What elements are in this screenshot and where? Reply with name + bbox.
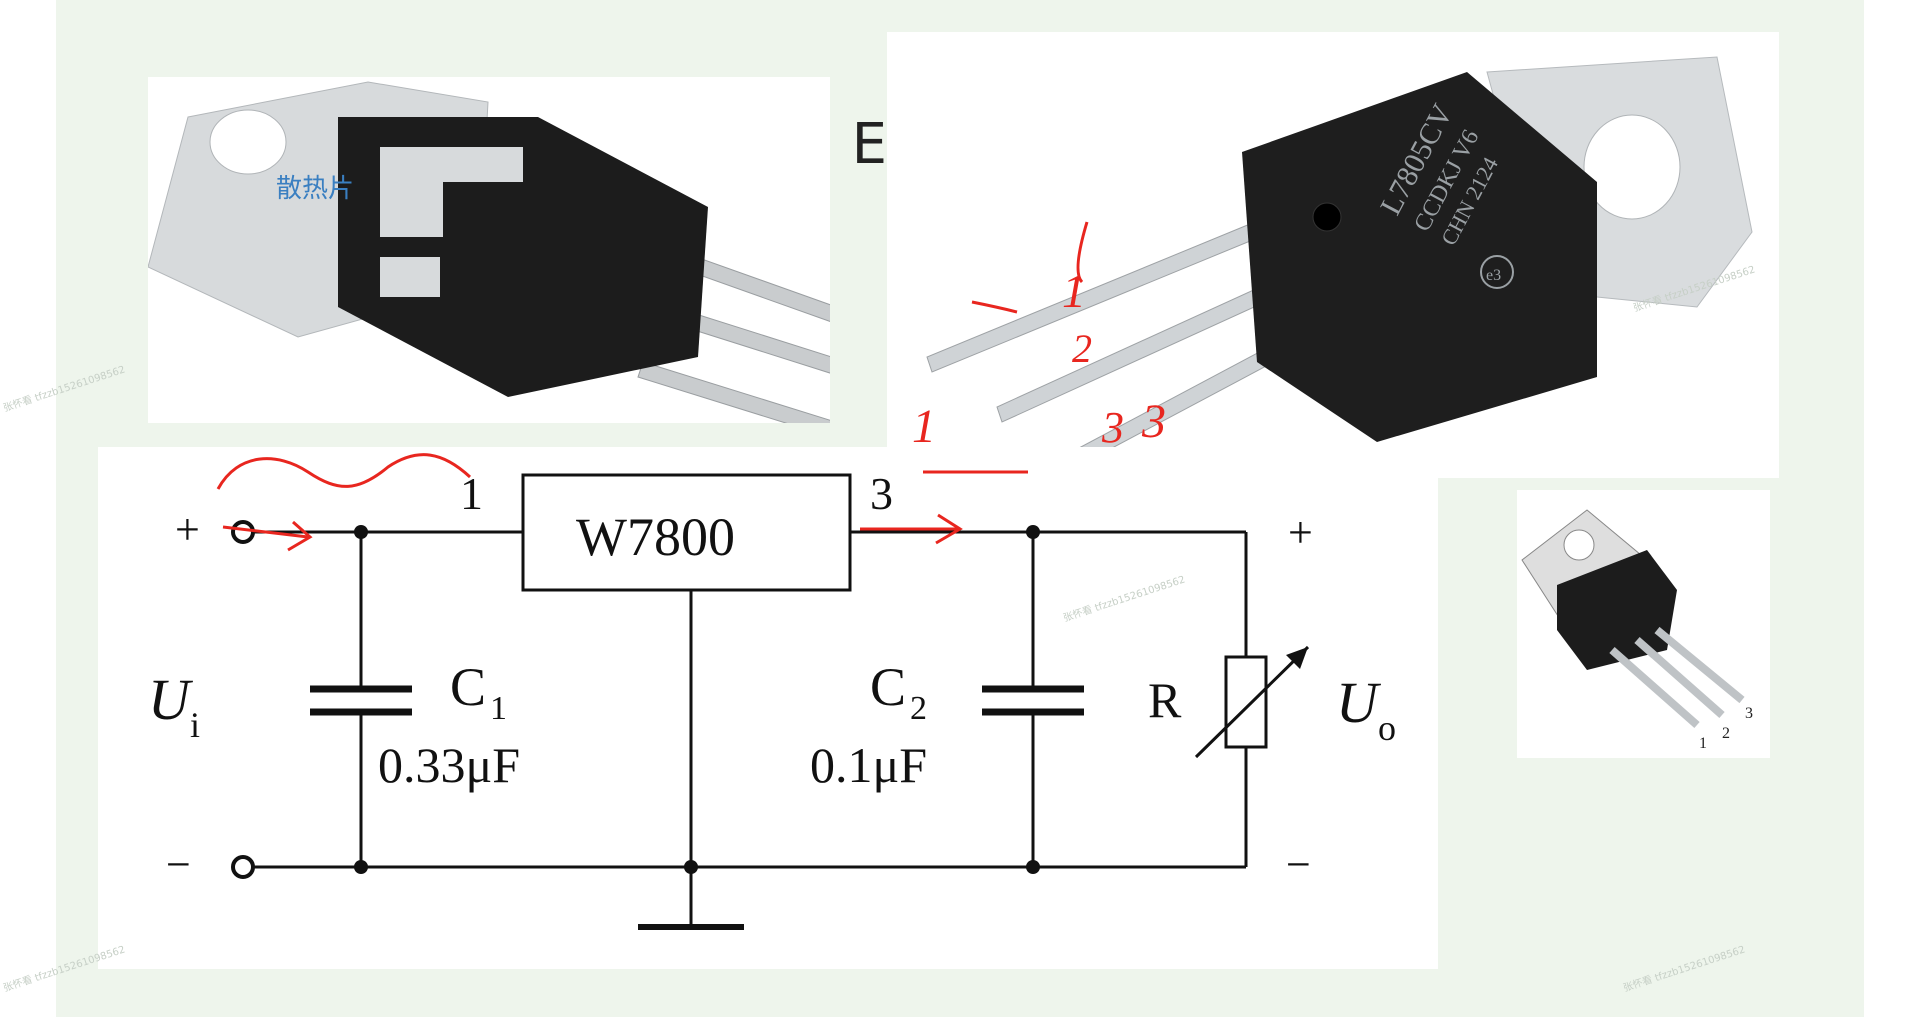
c1-label: C	[450, 657, 486, 717]
handwritten-pin-3: 3	[1141, 395, 1166, 448]
package-dimple	[1312, 202, 1342, 232]
black-package-body	[1557, 550, 1677, 670]
r-arrow-head	[1286, 647, 1308, 669]
pinout-label-3: 3	[1745, 705, 1753, 722]
c1-subscript: 1	[490, 690, 507, 727]
handwritten-input-arrow	[222, 525, 309, 539]
c2-label: C	[870, 657, 906, 717]
pin-in-label: 1	[460, 468, 483, 519]
l7805cv-photo-drawing: L7805CV CCDKJ V6 CHN 2124 e3 1 2 3 1 3	[912, 56, 1753, 473]
handwritten-pin-3-alt: 3	[1101, 403, 1124, 452]
handwritten-pin-1-alt: 1	[912, 400, 936, 453]
c1-value: 0.33μF	[378, 737, 520, 793]
mounting-hole	[1563, 529, 1595, 561]
load-label: R	[1148, 672, 1182, 728]
black-package-body	[1242, 72, 1597, 442]
handwritten-pin-2: 2	[1072, 326, 1092, 371]
handwritten-input-arrowhead	[287, 520, 313, 552]
junction-dot	[1026, 525, 1040, 539]
handwritten-stroke	[971, 300, 1018, 314]
to220-pinout-thumbnail: 1 2 3	[1517, 490, 1770, 758]
junction-dot	[1026, 860, 1040, 874]
lead-3	[1654, 626, 1745, 704]
lead-1	[1609, 647, 1700, 728]
handwritten-output-arrowhead	[935, 513, 963, 545]
pin-out-label: 3	[870, 468, 893, 519]
input-terminal-plus	[231, 520, 255, 544]
tab-cutout-lower	[380, 257, 440, 297]
r-variable-arrow	[1194, 645, 1310, 759]
c2-value: 0.1μF	[810, 737, 927, 793]
tab-cutout	[380, 147, 523, 237]
handwritten-current-wave	[216, 453, 472, 490]
r-body	[1224, 655, 1268, 749]
heatsink-label: 散热片	[276, 174, 354, 204]
junction-dot	[684, 860, 698, 874]
mounting-hole	[209, 109, 287, 175]
output-plus-sign: +	[1288, 508, 1313, 557]
pinout-label-1: 1	[1699, 735, 1707, 752]
ce-mark-circle	[1480, 255, 1514, 289]
output-minus-sign: −	[1286, 840, 1311, 889]
ui-subscript: i	[190, 705, 200, 745]
junction-dot	[354, 525, 368, 539]
ui-label: U	[148, 667, 194, 732]
pinout-drawing: 1 2 3	[1521, 509, 1753, 752]
lead-1	[926, 216, 1273, 373]
uo-label: U	[1336, 670, 1382, 735]
input-plus-sign: +	[175, 505, 200, 554]
uo-subscript: o	[1378, 708, 1396, 748]
lead-2	[1634, 637, 1725, 718]
schematic-drawing: + − + − W7800 1 3 U i U o C 1 0.33μF C 2…	[148, 453, 1396, 930]
l7805cv-photo: L7805CV CCDKJ V6 CHN 2124 e3 1 2 3 1 3	[887, 32, 1779, 478]
slide-right-margin	[1864, 0, 1920, 1017]
regulator-box	[521, 473, 852, 592]
to220-photo-heatsink: 散热片	[148, 77, 830, 423]
mounting-hole	[1583, 114, 1681, 220]
input-minus-sign: −	[166, 840, 191, 889]
junction-dot	[354, 860, 368, 874]
pinout-label-2: 2	[1722, 725, 1730, 742]
input-terminal-minus	[231, 855, 255, 879]
regulator-label: W7800	[576, 507, 735, 567]
lead-3	[637, 361, 830, 423]
ce-mark: e3	[1486, 267, 1501, 284]
handwritten-pin-1: 1	[1062, 265, 1086, 318]
w7800-schematic: + − + − W7800 1 3 U i U o C 1 0.33μF C 2…	[98, 447, 1438, 969]
to220-photo-drawing: 散热片	[148, 81, 830, 423]
handwritten-stroke	[1076, 221, 1089, 284]
c2-subscript: 2	[910, 690, 927, 727]
